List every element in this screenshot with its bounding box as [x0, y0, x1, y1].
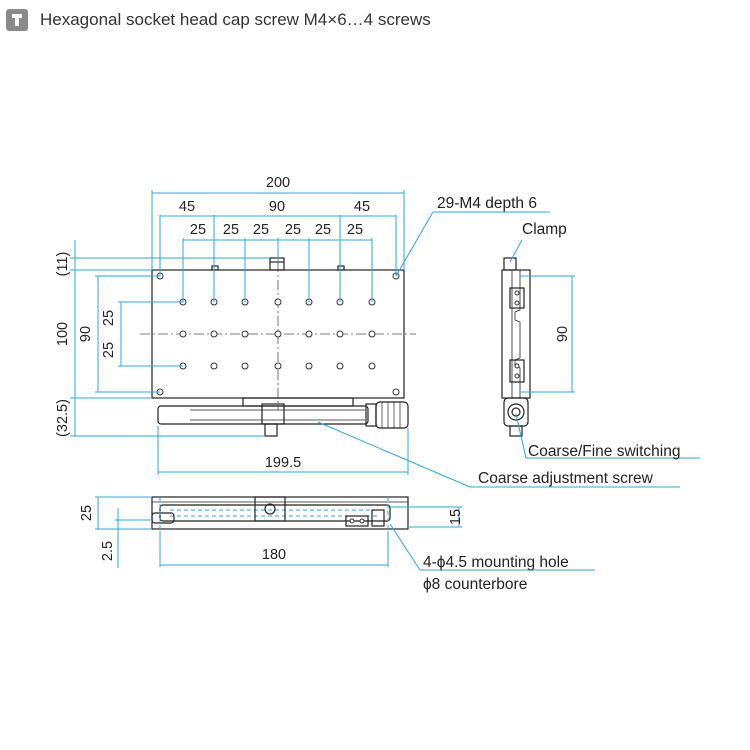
coarse-screw-head [264, 423, 278, 437]
width-with-knob-dimension [157, 426, 409, 475]
dim-overall-width: 200 [266, 175, 290, 191]
dim-mount-pitch: 180 [262, 547, 286, 563]
dim-row-pitch-upper: 25 [101, 310, 117, 326]
clamp-leader [509, 239, 523, 263]
callout-mounting-hole: 4-ϕ4.5 mounting hole [423, 554, 569, 571]
dim-row-pitch-lower: 25 [101, 342, 117, 358]
screw-icon [6, 9, 28, 31]
dim-hole-pitch-4: 25 [285, 222, 301, 238]
callout-counterbore: ϕ8 counterbore [423, 576, 527, 593]
clamp-knob [269, 257, 285, 271]
dim-base-offset: 2.5 [100, 541, 116, 561]
micrometer-knob [375, 401, 409, 429]
callout-clamp: Clamp [522, 221, 567, 238]
callout-coarse-screw: Coarse adjustment screw [478, 470, 654, 487]
front-view [95, 496, 462, 568]
dim-hole-pitch-1: 25 [190, 222, 206, 238]
callout-tapped-holes: 29-M4 depth 6 [437, 195, 537, 212]
tapped-holes-leader [395, 211, 550, 277]
dim-top-offset: (11) [55, 252, 71, 277]
dim-side-height: 90 [555, 326, 571, 342]
dim-width-with-knob: 199.5 [265, 455, 301, 471]
dim-hole-pitch-5: 25 [315, 222, 331, 238]
dim-hole-pitch-2: 25 [223, 222, 239, 238]
left-dimensions [70, 240, 270, 437]
dim-outer-pitch-left: 45 [179, 199, 195, 215]
dim-height-total: 100 [55, 322, 71, 346]
coarse-screw-leader [317, 421, 680, 488]
callout-coarse-fine: Coarse/Fine switching [528, 443, 680, 460]
dim-hole-pitch-3: 25 [253, 222, 269, 238]
slide-block [242, 397, 354, 407]
page-header: Hexagonal socket head cap screw M4×6…4 s… [6, 8, 431, 32]
dim-middle-pitch: 90 [269, 199, 285, 215]
dim-outer-pitch-right: 45 [354, 199, 370, 215]
dim-thickness: 25 [79, 505, 95, 521]
side-view [501, 257, 575, 437]
adjustment-bar [157, 405, 369, 425]
side-clamp-knob [503, 257, 517, 271]
side-body [501, 269, 531, 399]
top-dimensions [151, 190, 405, 302]
dim-bottom-extension: (32.5) [55, 399, 71, 437]
dim-side-15: 15 [448, 509, 464, 525]
mounting-hole-leader [389, 523, 595, 571]
dim-height-holes: 90 [78, 326, 94, 342]
top-view [140, 257, 416, 437]
coarse-fine-leader [515, 413, 700, 459]
dim-hole-pitch-6: 25 [347, 222, 363, 238]
page-title: Hexagonal socket head cap screw M4×6…4 s… [40, 10, 431, 29]
